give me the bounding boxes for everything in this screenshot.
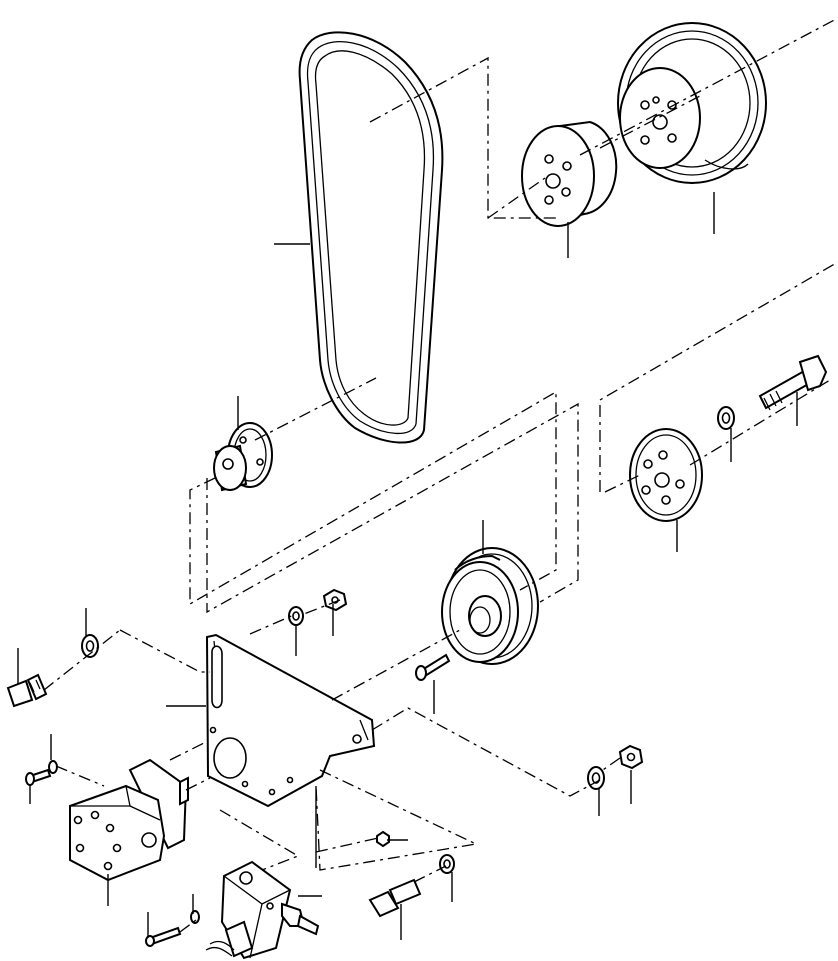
pump-bolt (25, 768, 52, 786)
pulley-screw (415, 653, 451, 681)
lower-washer-2 (439, 854, 455, 874)
v-belt (298, 31, 444, 444)
valve-screw (145, 926, 182, 947)
alignment-lines (43, 17, 838, 933)
mounting-bracket (205, 633, 376, 808)
hydraulic-pump (69, 758, 189, 882)
bracket-nut (322, 588, 348, 612)
lower-washer (587, 766, 605, 790)
callout-leaders (17, 192, 798, 940)
idler-bolt (758, 354, 828, 411)
pivot-washer (81, 634, 99, 658)
bracket-washer (288, 606, 304, 626)
pivot-bolt (6, 673, 48, 708)
small-nut (376, 830, 390, 848)
idler-washer (717, 406, 735, 430)
fan-pulley (617, 22, 767, 184)
idler-pulley (629, 428, 703, 522)
pump-washer (48, 760, 58, 774)
valve-fitting (281, 902, 320, 936)
lower-bolt (368, 878, 422, 918)
fan-hub-spacer (521, 120, 618, 227)
small-pulley-left (213, 422, 273, 492)
crank-pulley (441, 547, 539, 665)
lower-nut (618, 744, 644, 770)
valve-block (205, 860, 292, 960)
